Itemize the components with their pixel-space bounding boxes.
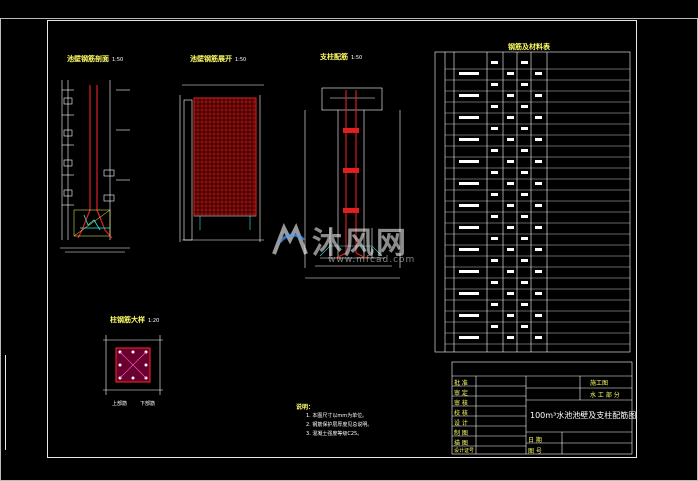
title-block-row-5: 设 计: [454, 420, 468, 427]
sheet-label: 图 号: [528, 448, 542, 455]
tank-expand-drawing: [179, 84, 264, 242]
title-block-row-3: 审 核: [454, 400, 468, 407]
title-block-row-4: 校 核: [454, 410, 468, 417]
tank-section-drawing: [60, 80, 130, 253]
watermark-logo-icon: [272, 223, 308, 255]
title-block: [451, 361, 633, 455]
watermark-url: www.mfcad.com: [328, 255, 416, 265]
title-block-row-8: 设计证号: [454, 448, 475, 454]
notes-line-2: 2. 钢筋保护层厚度见总说明。: [306, 422, 373, 428]
column-label-top: 上部筋: [112, 401, 128, 407]
notes-heading: 说明：: [296, 404, 315, 411]
notes-line-3: 3. 混凝土强度等级C25。: [306, 431, 363, 437]
notes-line-1: 1. 本图尺寸以mm为单位。: [306, 413, 368, 419]
title-block-row-7: 描 图: [454, 440, 468, 447]
discipline: 水 工 部 分: [590, 392, 620, 399]
date-label: 日 期: [528, 437, 542, 444]
left-margin-line: [5, 355, 6, 450]
watermark-text: 沐风网: [312, 226, 408, 261]
drawing-name: 100m³水池池壁及支柱配筋图: [530, 411, 637, 420]
column-label-bottom: 下部筋: [140, 401, 156, 407]
column-section-drawing: [103, 335, 163, 395]
column-drawing: [304, 87, 401, 279]
design-stage: 施工图: [590, 380, 609, 387]
title-block-row-6: 制 图: [454, 430, 468, 437]
material-table-title: 钢筋及材料表: [508, 43, 550, 51]
title-block-row-1: 批 准: [454, 380, 468, 387]
title-block-row-2: 审 定: [454, 390, 468, 397]
material-table: [434, 51, 631, 353]
drawing-frame: [47, 20, 637, 458]
